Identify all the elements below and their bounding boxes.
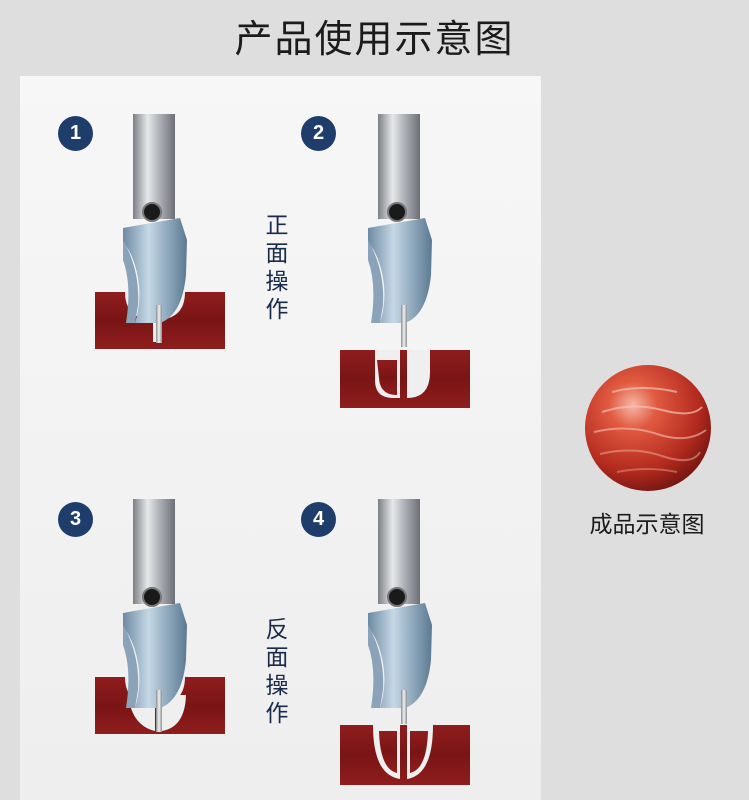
step-1-badge: 1 bbox=[58, 116, 93, 151]
finished-product-caption: 成品示意图 bbox=[589, 512, 705, 538]
step-3-badge: 3 bbox=[58, 502, 93, 537]
finished-wooden-ball bbox=[585, 365, 711, 491]
front-operation-label: 正面操作 bbox=[265, 213, 289, 323]
step-2-badge: 2 bbox=[301, 116, 336, 151]
back-operation-label: 反面操作 bbox=[265, 617, 289, 727]
step-3-illustration bbox=[95, 499, 225, 734]
step-4-illustration bbox=[340, 499, 470, 785]
step-4-badge: 4 bbox=[301, 502, 336, 537]
page-title: 产品使用示意图 bbox=[234, 17, 515, 61]
step-2-illustration bbox=[340, 114, 470, 408]
step-1-illustration bbox=[95, 114, 225, 349]
